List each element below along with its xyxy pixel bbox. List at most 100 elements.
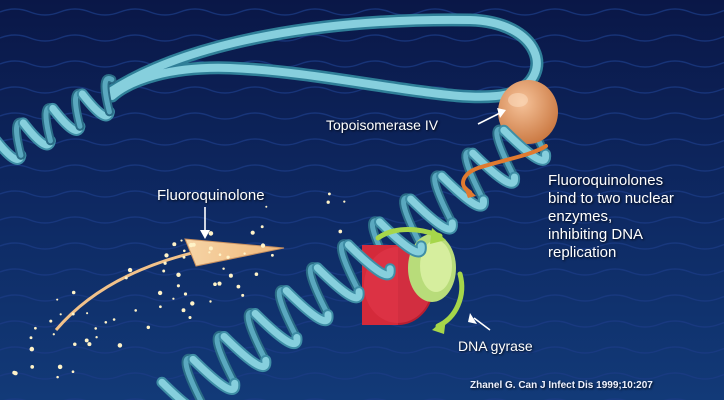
main-helix-ribbon bbox=[158, 378, 187, 400]
drug-particle bbox=[127, 267, 133, 273]
drug-particle bbox=[260, 225, 264, 229]
drug-particle bbox=[188, 315, 192, 320]
background-wave bbox=[0, 372, 724, 380]
drug-particle bbox=[159, 305, 162, 309]
main-helix-ribbon bbox=[500, 126, 550, 164]
description-line: enzymes, bbox=[548, 208, 613, 225]
main-helix-ribbon bbox=[469, 149, 518, 187]
drug-particle bbox=[218, 253, 222, 257]
background-wave bbox=[0, 216, 724, 224]
gyrase-rotation-arrows bbox=[375, 227, 465, 334]
pointer-arrows bbox=[200, 108, 506, 331]
drug-particles bbox=[12, 192, 346, 379]
main-helix-ribbon bbox=[220, 332, 270, 371]
description-line: inhibiting DNA bbox=[548, 226, 644, 243]
drug-particle bbox=[208, 251, 211, 254]
pointer-gyrase bbox=[473, 317, 491, 331]
drug-particle bbox=[228, 273, 233, 278]
drug-particle bbox=[134, 309, 137, 312]
drug-particle bbox=[49, 319, 53, 323]
drug-particle bbox=[87, 342, 92, 347]
drug-particle bbox=[188, 242, 194, 248]
drug-particle bbox=[172, 242, 177, 247]
drug-particle bbox=[163, 261, 167, 265]
drug-particle bbox=[241, 293, 245, 297]
drug-particle bbox=[59, 313, 62, 316]
drug-particle bbox=[176, 284, 180, 288]
background-wave bbox=[0, 346, 724, 354]
drug-particle bbox=[343, 200, 346, 203]
drug-particle bbox=[182, 255, 186, 259]
drug-particle bbox=[124, 276, 128, 280]
drug-particle bbox=[236, 284, 241, 289]
drug-particle bbox=[176, 272, 181, 278]
background-wave bbox=[0, 34, 724, 42]
drug-particle bbox=[326, 200, 330, 204]
drug-particle bbox=[250, 230, 255, 235]
drug-particle bbox=[180, 239, 183, 242]
drug-particle bbox=[157, 290, 163, 296]
drug-particle bbox=[190, 301, 195, 306]
drug-particle bbox=[56, 375, 59, 379]
background-wave bbox=[0, 190, 724, 198]
drug-particle bbox=[73, 342, 77, 346]
drug-particle bbox=[146, 325, 151, 330]
drug-particle bbox=[327, 192, 331, 196]
drug-particle bbox=[86, 312, 89, 315]
drug-particle bbox=[254, 272, 259, 276]
drug-particle bbox=[104, 321, 108, 324]
dna-gyrase-enzyme bbox=[362, 234, 456, 325]
drug-particle bbox=[181, 308, 186, 313]
background-wave bbox=[0, 138, 724, 146]
drug-particle bbox=[226, 255, 230, 259]
drug-particle bbox=[208, 231, 214, 236]
dna-gyrase-label: DNA gyrase bbox=[458, 338, 533, 354]
drug-particle bbox=[222, 267, 225, 270]
background-wave bbox=[0, 8, 724, 16]
main-helix-ribbon bbox=[313, 264, 363, 302]
main-helix-ribbon bbox=[376, 218, 425, 256]
main-helix-ribbon bbox=[282, 287, 332, 325]
dna-helix-left bbox=[0, 74, 117, 165]
drug-particle bbox=[94, 327, 97, 330]
drug-particle bbox=[71, 312, 75, 316]
drug-particle bbox=[183, 292, 188, 296]
topoisomerase-label: Topoisomerase IV bbox=[326, 117, 439, 133]
drug-particle bbox=[30, 365, 35, 369]
main-helix-ribbon bbox=[251, 310, 301, 348]
drug-particle bbox=[164, 253, 169, 258]
dna-helix-main-front bbox=[156, 124, 552, 400]
fluoroquinolone-label: Fluoroquinolone bbox=[157, 187, 265, 204]
citation: Zhanel G. Can J Infect Dis 1999;10:207 bbox=[470, 380, 653, 391]
drug-particle bbox=[182, 249, 186, 253]
topoisomerase-rotation-arrow bbox=[461, 144, 548, 198]
drug-particle bbox=[95, 336, 98, 339]
main-helix-ribbon bbox=[407, 195, 456, 233]
drug-particle bbox=[243, 252, 246, 255]
drug-particle bbox=[209, 300, 212, 303]
drug-particle bbox=[71, 370, 75, 374]
left-helix-ribbon bbox=[102, 76, 115, 115]
drug-particle bbox=[29, 336, 33, 340]
description-line: replication bbox=[548, 244, 617, 261]
main-helix-ribbon bbox=[344, 241, 394, 279]
drug-particle bbox=[71, 290, 76, 295]
drug-particle bbox=[172, 297, 175, 300]
drug-particle bbox=[56, 298, 59, 301]
background-wave bbox=[0, 112, 724, 120]
drug-particle bbox=[112, 318, 116, 321]
drug-particle bbox=[13, 371, 18, 376]
background-wave bbox=[0, 60, 724, 68]
topoisomerase-enzyme bbox=[498, 80, 558, 144]
drug-particle bbox=[265, 205, 268, 208]
drug-particle bbox=[338, 229, 343, 234]
drug-particle bbox=[57, 364, 63, 370]
drug-particle bbox=[29, 346, 35, 352]
drug-particle bbox=[217, 281, 222, 286]
main-helix-ribbon bbox=[189, 355, 239, 393]
drug-particle bbox=[213, 282, 217, 287]
drug-particle bbox=[52, 333, 55, 336]
drug-particle bbox=[34, 326, 37, 330]
